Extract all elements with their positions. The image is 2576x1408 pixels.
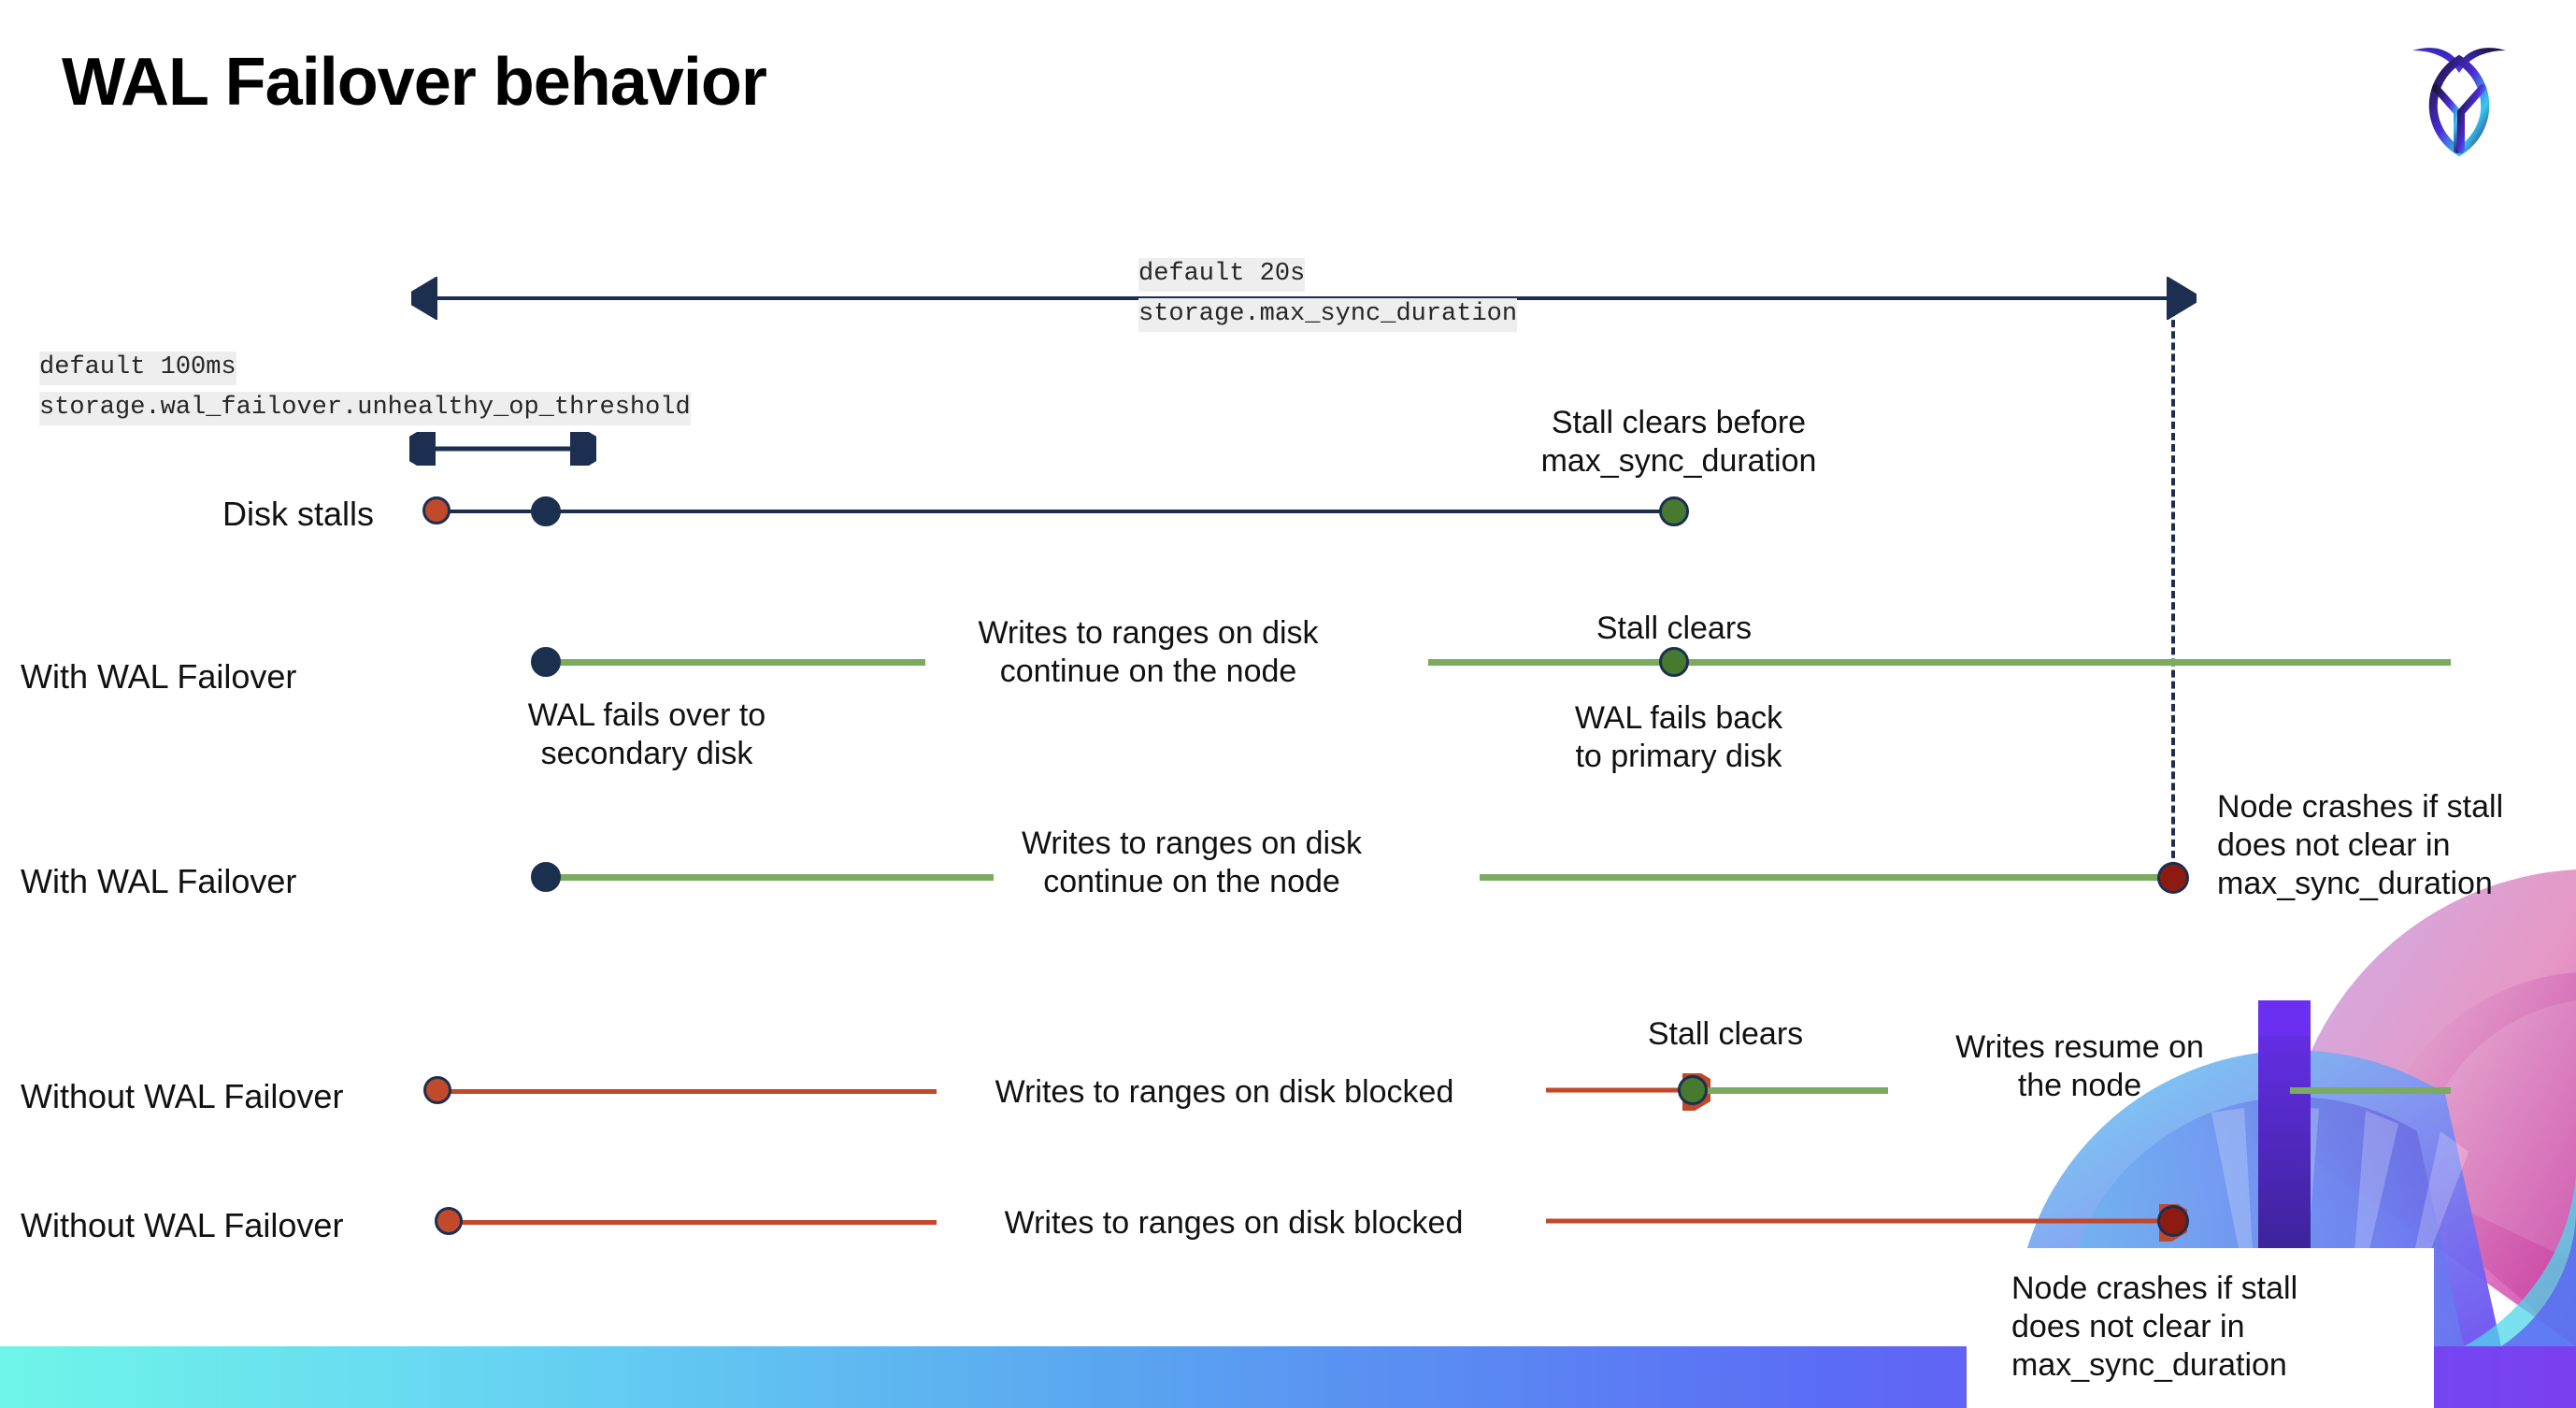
cockroachdb-logo	[2398, 28, 2520, 159]
row-label-disk-stalls: Disk stalls	[222, 495, 375, 533]
disk-stall-clear-dot[interactable]	[1659, 496, 1689, 526]
note-line: WAL fails back to primary disk	[1574, 700, 1783, 774]
row-label-with-wal-failover-2: With WAL Failover	[21, 862, 297, 900]
note-line: Writes to ranges on disk blocked	[995, 1074, 1454, 1110]
note-line: WAL fails over to secondary disk	[527, 697, 766, 771]
note-node-crashes-1: Node crashes if stall does not clear in …	[2217, 788, 2572, 902]
note-stall-clears-2: Stall clears	[1604, 1015, 1847, 1054]
note-line: Writes to ranges on disk continue on the…	[1021, 826, 1363, 899]
wal-failover-2-crash-dot[interactable]	[2157, 862, 2189, 894]
note-line: Node crashes if stall does not clear in …	[2011, 1271, 2298, 1383]
max-sync-duration-setting: storage.max_sync_duration	[1138, 298, 1518, 332]
wal-failover-2-track-left	[547, 874, 994, 881]
note-wal-fails-back: WAL fails back to primary disk	[1501, 699, 1856, 776]
wal-failover-2-failover-dot[interactable]	[531, 862, 561, 892]
note-wal-fails-over: WAL fails over to secondary disk	[460, 697, 834, 773]
disk-stall-failover-dot[interactable]	[531, 496, 561, 526]
no-failover-2-crash-dot[interactable]	[2157, 1205, 2189, 1237]
callout-backdrop	[1967, 1248, 2434, 1408]
note-writes-blocked-2: Writes to ranges on disk blocked	[953, 1204, 1514, 1243]
no-failover-1-blocked-left	[437, 1089, 937, 1094]
unhealthy-op-threshold-default: default 100ms	[39, 352, 236, 385]
max-sync-duration-guide-line	[2171, 297, 2175, 881]
no-failover-1-stall-clear-dot[interactable]	[1678, 1075, 1708, 1105]
wal-failover-1-failover-dot[interactable]	[531, 647, 561, 677]
row-label-with-wal-failover-1: With WAL Failover	[21, 657, 297, 696]
page-title: WAL Failover behavior	[62, 45, 767, 120]
note-line: Stall clears	[1647, 1016, 1804, 1052]
no-failover-2-stall-start-dot[interactable]	[435, 1207, 463, 1235]
row-label-without-wal-failover-1: Without WAL Failover	[21, 1077, 344, 1115]
note-writes-continue-2: Writes to ranges on disk continue on the…	[972, 825, 1411, 901]
disk-stalls-track	[437, 510, 1676, 513]
no-failover-1-resume-track-2	[2290, 1087, 2451, 1094]
no-failover-2-blocked-left	[449, 1220, 937, 1225]
note-stall-clears-before: Stall clears before max_sync_duration	[1492, 404, 1866, 481]
wal-failover-1-stall-clear-dot[interactable]	[1659, 647, 1689, 677]
row-label-without-wal-failover-2: Without WAL Failover	[21, 1206, 344, 1244]
note-node-crashes-2: Node crashes if stall does not clear in …	[2011, 1270, 2385, 1384]
disk-stall-start-dot[interactable]	[422, 496, 451, 524]
note-line: Writes resume on the node	[1955, 1029, 2204, 1103]
note-line: Writes to ranges on disk continue on the…	[978, 615, 1319, 689]
wal-failover-1-track-left	[547, 659, 925, 666]
wal-failover-2-track-right	[1480, 874, 2175, 881]
unhealthy-op-threshold-span-arrow	[409, 432, 596, 466]
note-line: Stall clears before max_sync_duration	[1540, 405, 1817, 479]
note-writes-continue-1: Writes to ranges on disk continue on the…	[936, 614, 1361, 691]
no-failover-1-stall-start-dot[interactable]	[423, 1076, 451, 1104]
note-writes-blocked-1: Writes to ranges on disk blocked	[944, 1073, 1505, 1112]
unhealthy-op-threshold-setting: storage.wal_failover.unhealthy_op_thresh…	[39, 392, 691, 425]
note-line: Writes to ranges on disk blocked	[1004, 1205, 1464, 1241]
note-writes-resume: Writes resume on the node	[1925, 1028, 2234, 1105]
note-line: Stall clears	[1596, 611, 1753, 646]
note-line: Node crashes if stall does not clear in …	[2217, 789, 2504, 901]
wal-failover-1-track-right	[1428, 659, 2451, 666]
no-failover-1-resume-track	[1693, 1087, 1888, 1094]
note-stall-clears-1: Stall clears	[1553, 610, 1796, 648]
max-sync-duration-default: default 20s	[1138, 258, 1306, 292]
no-failover-2-blocked-arrow	[1546, 1204, 2187, 1242]
